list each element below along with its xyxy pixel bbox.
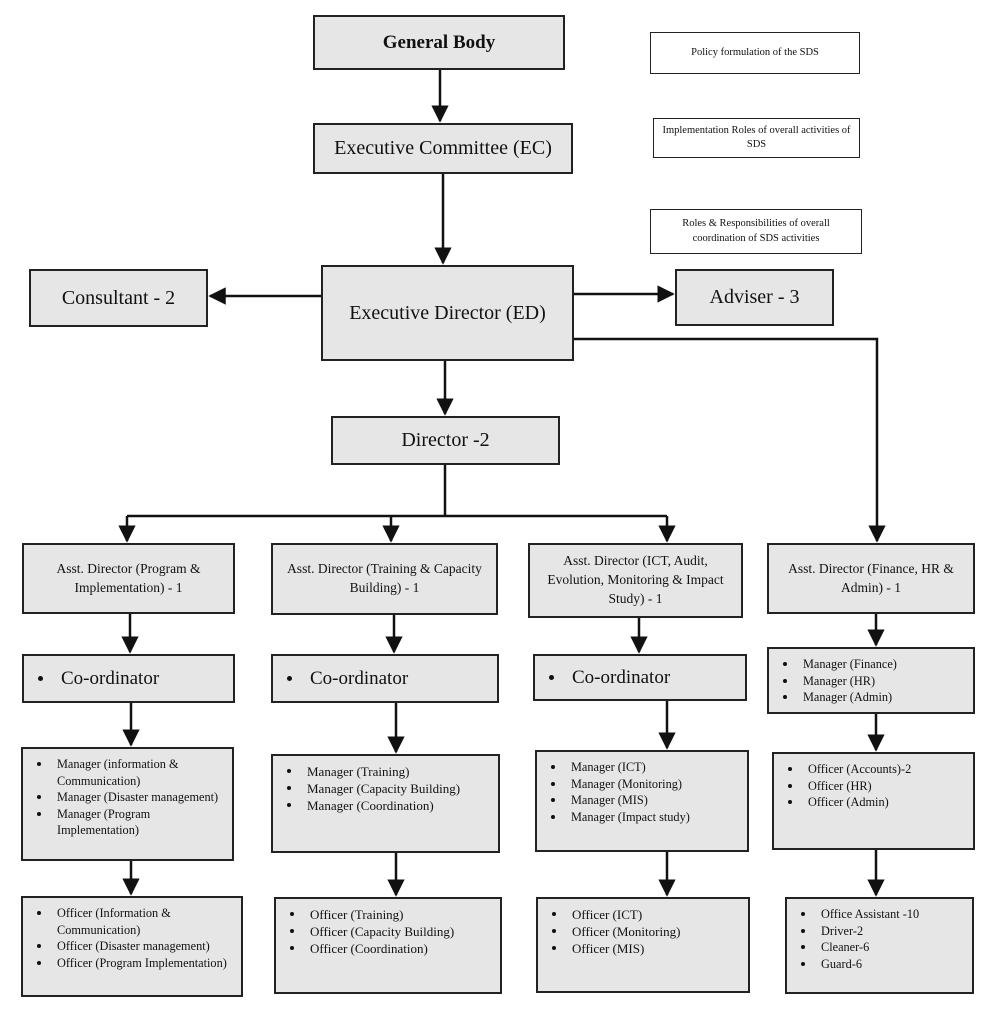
list-item: Driver-2 xyxy=(797,923,919,940)
asst-director-ict-box: Asst. Director (ICT, Audit, Evolution, M… xyxy=(528,543,743,618)
list-item: Officer (ICT) xyxy=(548,906,680,923)
list-item: Officer (Information & Communication) xyxy=(33,905,235,938)
officers-box-program: Officer (Information & Communication) Of… xyxy=(21,896,243,997)
executive-committee-box: Executive Committee (EC) xyxy=(313,123,573,174)
coordinator-label: Co-ordinator xyxy=(61,667,160,689)
list-item: Manager (Program Implementation) xyxy=(33,806,226,839)
officers-list-ict: Officer (ICT) Officer (Monitoring) Offic… xyxy=(548,906,680,957)
list-item: Officer (Program Implementation) xyxy=(33,955,235,972)
list-item: Officer (Training) xyxy=(286,906,454,923)
list-item: Manager (HR) xyxy=(779,673,897,690)
list-item: Manager (ICT) xyxy=(547,759,690,776)
managers-box-program: Manager (information & Communication) Ma… xyxy=(21,747,234,861)
list-item: Manager (Admin) xyxy=(779,689,897,706)
officers-box-training: Officer (Training) Officer (Capacity Bui… xyxy=(274,897,502,994)
bullet-icon xyxy=(549,675,554,680)
staff-box-finance: Office Assistant -10 Driver-2 Cleaner-6 … xyxy=(785,897,974,994)
adviser-box: Adviser - 3 xyxy=(675,269,834,326)
list-item: Manager (Capacity Building) xyxy=(283,780,460,797)
list-item: Officer (Capacity Building) xyxy=(286,923,454,940)
general-body-box: General Body xyxy=(313,15,565,70)
list-item: Manager (Finance) xyxy=(779,656,897,673)
asst-director-program-box: Asst. Director (Program & Implementation… xyxy=(22,543,235,614)
bullet-icon xyxy=(287,676,292,681)
bullet-icon xyxy=(38,676,43,681)
managers-list-finance: Manager (Finance) Manager (HR) Manager (… xyxy=(779,656,897,706)
managers-box-ict: Manager (ICT) Manager (Monitoring) Manag… xyxy=(535,750,749,852)
coordinator-box-training: Co-ordinator xyxy=(271,654,499,703)
note-policy: Policy formulation of the SDS xyxy=(650,32,860,74)
coordinator-label: Co-ordinator xyxy=(572,666,671,688)
officers-box-finance: Officer (Accounts)-2 Officer (HR) Office… xyxy=(772,752,975,850)
list-item: Manager (Impact study) xyxy=(547,809,690,826)
arrow-ed-finance xyxy=(574,337,886,543)
note-roles: Roles & Responsibilities of overall coor… xyxy=(650,209,862,254)
list-item: Manager (Disaster management) xyxy=(33,789,226,806)
coordinator-box-program: Co-ordinator xyxy=(22,654,235,703)
managers-list-program: Manager (information & Communication) Ma… xyxy=(33,756,226,839)
note-implementation: Implementation Roles of overall activiti… xyxy=(653,118,860,158)
list-item: Officer (Monitoring) xyxy=(548,923,680,940)
officers-box-ict: Officer (ICT) Officer (Monitoring) Offic… xyxy=(536,897,750,993)
coordinator-label: Co-ordinator xyxy=(310,667,409,689)
list-item: Manager (MIS) xyxy=(547,792,690,809)
managers-list-ict: Manager (ICT) Manager (Monitoring) Manag… xyxy=(547,759,690,825)
list-item: Cleaner-6 xyxy=(797,939,919,956)
list-item: Manager (information & Communication) xyxy=(33,756,226,789)
director-box: Director -2 xyxy=(331,416,560,465)
staff-list-finance: Office Assistant -10 Driver-2 Cleaner-6 … xyxy=(797,906,919,972)
officers-list-training: Officer (Training) Officer (Capacity Bui… xyxy=(286,906,454,957)
list-item: Officer (Admin) xyxy=(784,794,911,811)
coordinator-box-ict: Co-ordinator xyxy=(533,654,747,701)
officers-list-finance: Officer (Accounts)-2 Officer (HR) Office… xyxy=(784,761,911,811)
executive-director-box: Executive Director (ED) xyxy=(321,265,574,361)
list-item: Manager (Coordination) xyxy=(283,797,460,814)
managers-box-finance: Manager (Finance) Manager (HR) Manager (… xyxy=(767,647,975,714)
asst-director-finance-box: Asst. Director (Finance, HR & Admin) - 1 xyxy=(767,543,975,614)
list-item: Manager (Monitoring) xyxy=(547,776,690,793)
list-item: Officer (Coordination) xyxy=(286,940,454,957)
managers-box-training: Manager (Training) Manager (Capacity Bui… xyxy=(271,754,500,853)
list-item: Office Assistant -10 xyxy=(797,906,919,923)
asst-director-training-box: Asst. Director (Training & Capacity Buil… xyxy=(271,543,498,615)
list-item: Officer (HR) xyxy=(784,778,911,795)
list-item: Guard-6 xyxy=(797,956,919,973)
list-item: Officer (Disaster management) xyxy=(33,938,235,955)
list-item: Officer (Accounts)-2 xyxy=(784,761,911,778)
officers-list-program: Officer (Information & Communication) Of… xyxy=(33,905,235,971)
managers-list-training: Manager (Training) Manager (Capacity Bui… xyxy=(283,763,460,814)
list-item: Manager (Training) xyxy=(283,763,460,780)
consultant-box: Consultant - 2 xyxy=(29,269,208,327)
list-item: Officer (MIS) xyxy=(548,940,680,957)
